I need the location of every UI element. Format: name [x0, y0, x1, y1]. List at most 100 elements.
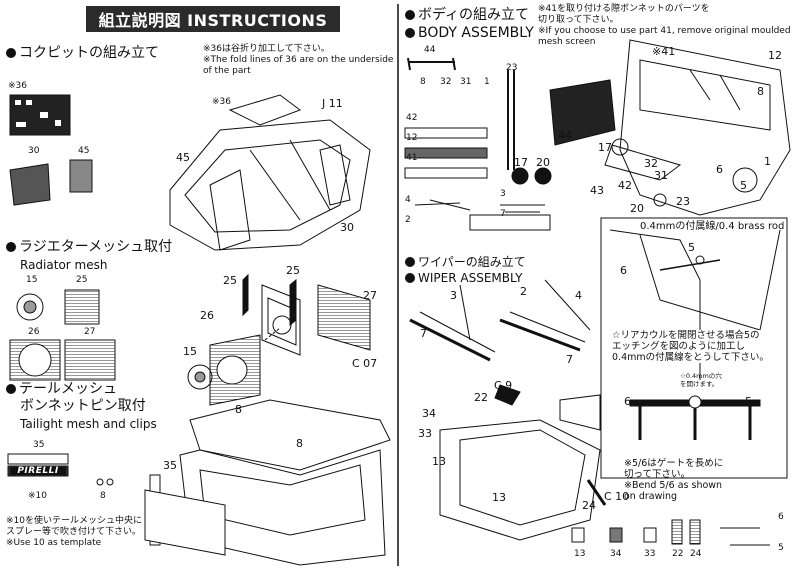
part-label: 13 [492, 491, 506, 504]
part-label: 8 [296, 437, 303, 450]
hole-note: ☆0.4mmの穴 を開けます。 [680, 372, 722, 388]
wiper-heading-box: ワイパーの組み立て WIPER ASSEMBLY [403, 254, 599, 294]
part-30-mesh [9, 163, 51, 206]
part-label: 1 [484, 77, 490, 87]
part-label: 30 [340, 221, 354, 234]
part-label: 8 [757, 85, 764, 98]
part-45 [69, 159, 93, 193]
part-label: 15 [183, 345, 197, 358]
page-title: 組立説明図 INSTRUCTIONS [86, 6, 340, 32]
part-label: 27 [363, 289, 377, 302]
part-label: C 10 [604, 490, 630, 503]
bullet-icon [405, 10, 415, 20]
part-label: 44 [424, 45, 436, 55]
bullet-icon [405, 257, 415, 267]
part-label: 20 [536, 156, 550, 169]
part-label: 5 [745, 395, 752, 408]
part-label: 20 [630, 202, 644, 215]
part-label: 3 [500, 189, 506, 199]
part-label: ※36 [212, 97, 231, 107]
body-note: ※41を取り付ける際ボンネットのパーツを 切り取って下さい。 ※If you c… [538, 4, 791, 47]
rear-cowl-note: ☆リアカウルを開閉させる場合5の エッチングを図のように加工し 0.4mmの付属… [612, 330, 769, 363]
part-label: 45 [78, 146, 90, 156]
part-label: 7 [420, 327, 427, 340]
bullet-icon [405, 273, 415, 283]
part-label: 25 [286, 264, 300, 277]
bend-note: ※5/6はゲートを長めに 切って下さい。 ※Bend 5/6 as shown … [624, 458, 724, 502]
part-label: 26 [28, 327, 40, 337]
part-label: 6 [620, 264, 627, 277]
part-label: 32 [440, 77, 452, 87]
bullet-icon [405, 28, 415, 38]
part-label: 33 [418, 427, 432, 440]
part-label: 8 [100, 491, 106, 501]
part-label: 24 [582, 499, 596, 512]
part-label: 34 [610, 549, 622, 559]
radiator-heading: ラジエターメッシュ取付 [6, 240, 172, 254]
body-parts-column [404, 57, 552, 231]
part-label: 23 [676, 195, 690, 208]
part-label: 8 [235, 403, 242, 416]
part-label: 2 [405, 215, 411, 225]
brass-rod-label: 0.4mmの付属線/0.4 brass rod [640, 221, 785, 232]
part-label: 45 [176, 151, 190, 164]
part-label: 13 [574, 549, 586, 559]
part-label: 22 [672, 549, 684, 559]
part-label: 26 [200, 309, 214, 322]
part-label: 5 [778, 543, 784, 553]
pirelli-logo: PIRELLI [10, 466, 66, 476]
part-label: 6 [624, 395, 631, 408]
part-label: 17 [598, 141, 612, 154]
part-label: 7 [500, 209, 506, 219]
part-label: 12 [406, 133, 418, 143]
part-label: 33 [644, 549, 656, 559]
bullet-icon [6, 242, 16, 252]
part-label: 4 [405, 195, 411, 205]
part-label: 2 [520, 285, 527, 298]
part-label: 13 [432, 455, 446, 468]
part-label: C 9 [494, 379, 513, 392]
rear-deck-drawing [439, 384, 607, 541]
part-label: 8 [420, 77, 426, 87]
part-15-disc [16, 293, 44, 321]
radiator-assembly-drawing [187, 273, 371, 406]
part-label: 5 [688, 241, 695, 254]
part-label: 44 [558, 129, 572, 142]
part-label: 4 [575, 289, 582, 302]
part-label: 12 [768, 49, 782, 62]
part-label: 15 [26, 275, 38, 285]
part-label: ※10 [28, 491, 47, 501]
rear-tail-drawing [144, 399, 391, 566]
part-label: 22 [474, 391, 488, 404]
bullet-icon [6, 48, 16, 58]
part-label: 25 [223, 274, 237, 287]
tail-subheading: Tailight mesh and clips [20, 417, 157, 431]
tail-note: ※10を使いテールメッシュ中央に スプレー等で吹き付けて下さい。 ※Use 10… [6, 516, 142, 548]
part-label: 43 [590, 184, 604, 197]
car-body-drawing [549, 39, 791, 216]
part-label: 32 [644, 157, 658, 170]
part-label: 41 [406, 153, 418, 163]
cockpit-tub-drawing [169, 94, 371, 251]
wiper-heading: ワイパーの組み立て [405, 256, 526, 268]
part-label: 6 [778, 512, 784, 522]
cockpit-note: ※36は谷折り加工して下さい。 ※The fold lines of 36 ar… [203, 44, 394, 76]
part-label: 17 [514, 156, 528, 169]
part-label: 27 [84, 327, 96, 337]
cockpit-heading: コクピットの組み立て [6, 46, 159, 60]
part-label: 34 [422, 407, 436, 420]
part-label: 1 [764, 155, 771, 168]
tail-heading-2: ボンネットピン取付 [20, 398, 146, 414]
part-label: J 11 [322, 97, 343, 110]
part-25-mesh [64, 289, 100, 325]
part-label: 23 [506, 63, 518, 73]
part-label: 24 [690, 549, 702, 559]
tail-heading: テールメッシュ [6, 382, 117, 396]
part-label: 42 [406, 113, 418, 123]
part-label: 5 [740, 179, 747, 192]
part-label: 35 [163, 459, 177, 472]
part-label: 42 [618, 179, 632, 192]
body-heading: ボディの組み立て [405, 8, 529, 22]
part-label: ※36 [8, 81, 27, 91]
